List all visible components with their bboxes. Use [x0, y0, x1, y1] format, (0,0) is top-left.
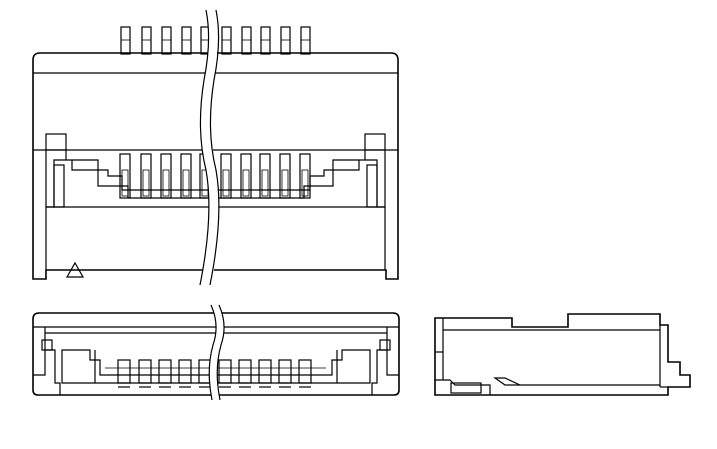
front-view-housing [32, 312, 400, 396]
top-view-contacts [119, 153, 311, 199]
polarity-mark-icon [65, 261, 85, 278]
front-view-break-line [208, 304, 225, 401]
top-view-housing [32, 52, 399, 280]
top-view [32, 9, 399, 286]
top-view-tail-pins [120, 26, 311, 55]
front-view [32, 304, 400, 401]
side-view [434, 313, 691, 396]
top-view-break-line [199, 9, 220, 286]
top-view-left-latch [45, 133, 67, 270]
side-view-housing [434, 313, 691, 396]
top-view-right-latch [364, 133, 386, 270]
